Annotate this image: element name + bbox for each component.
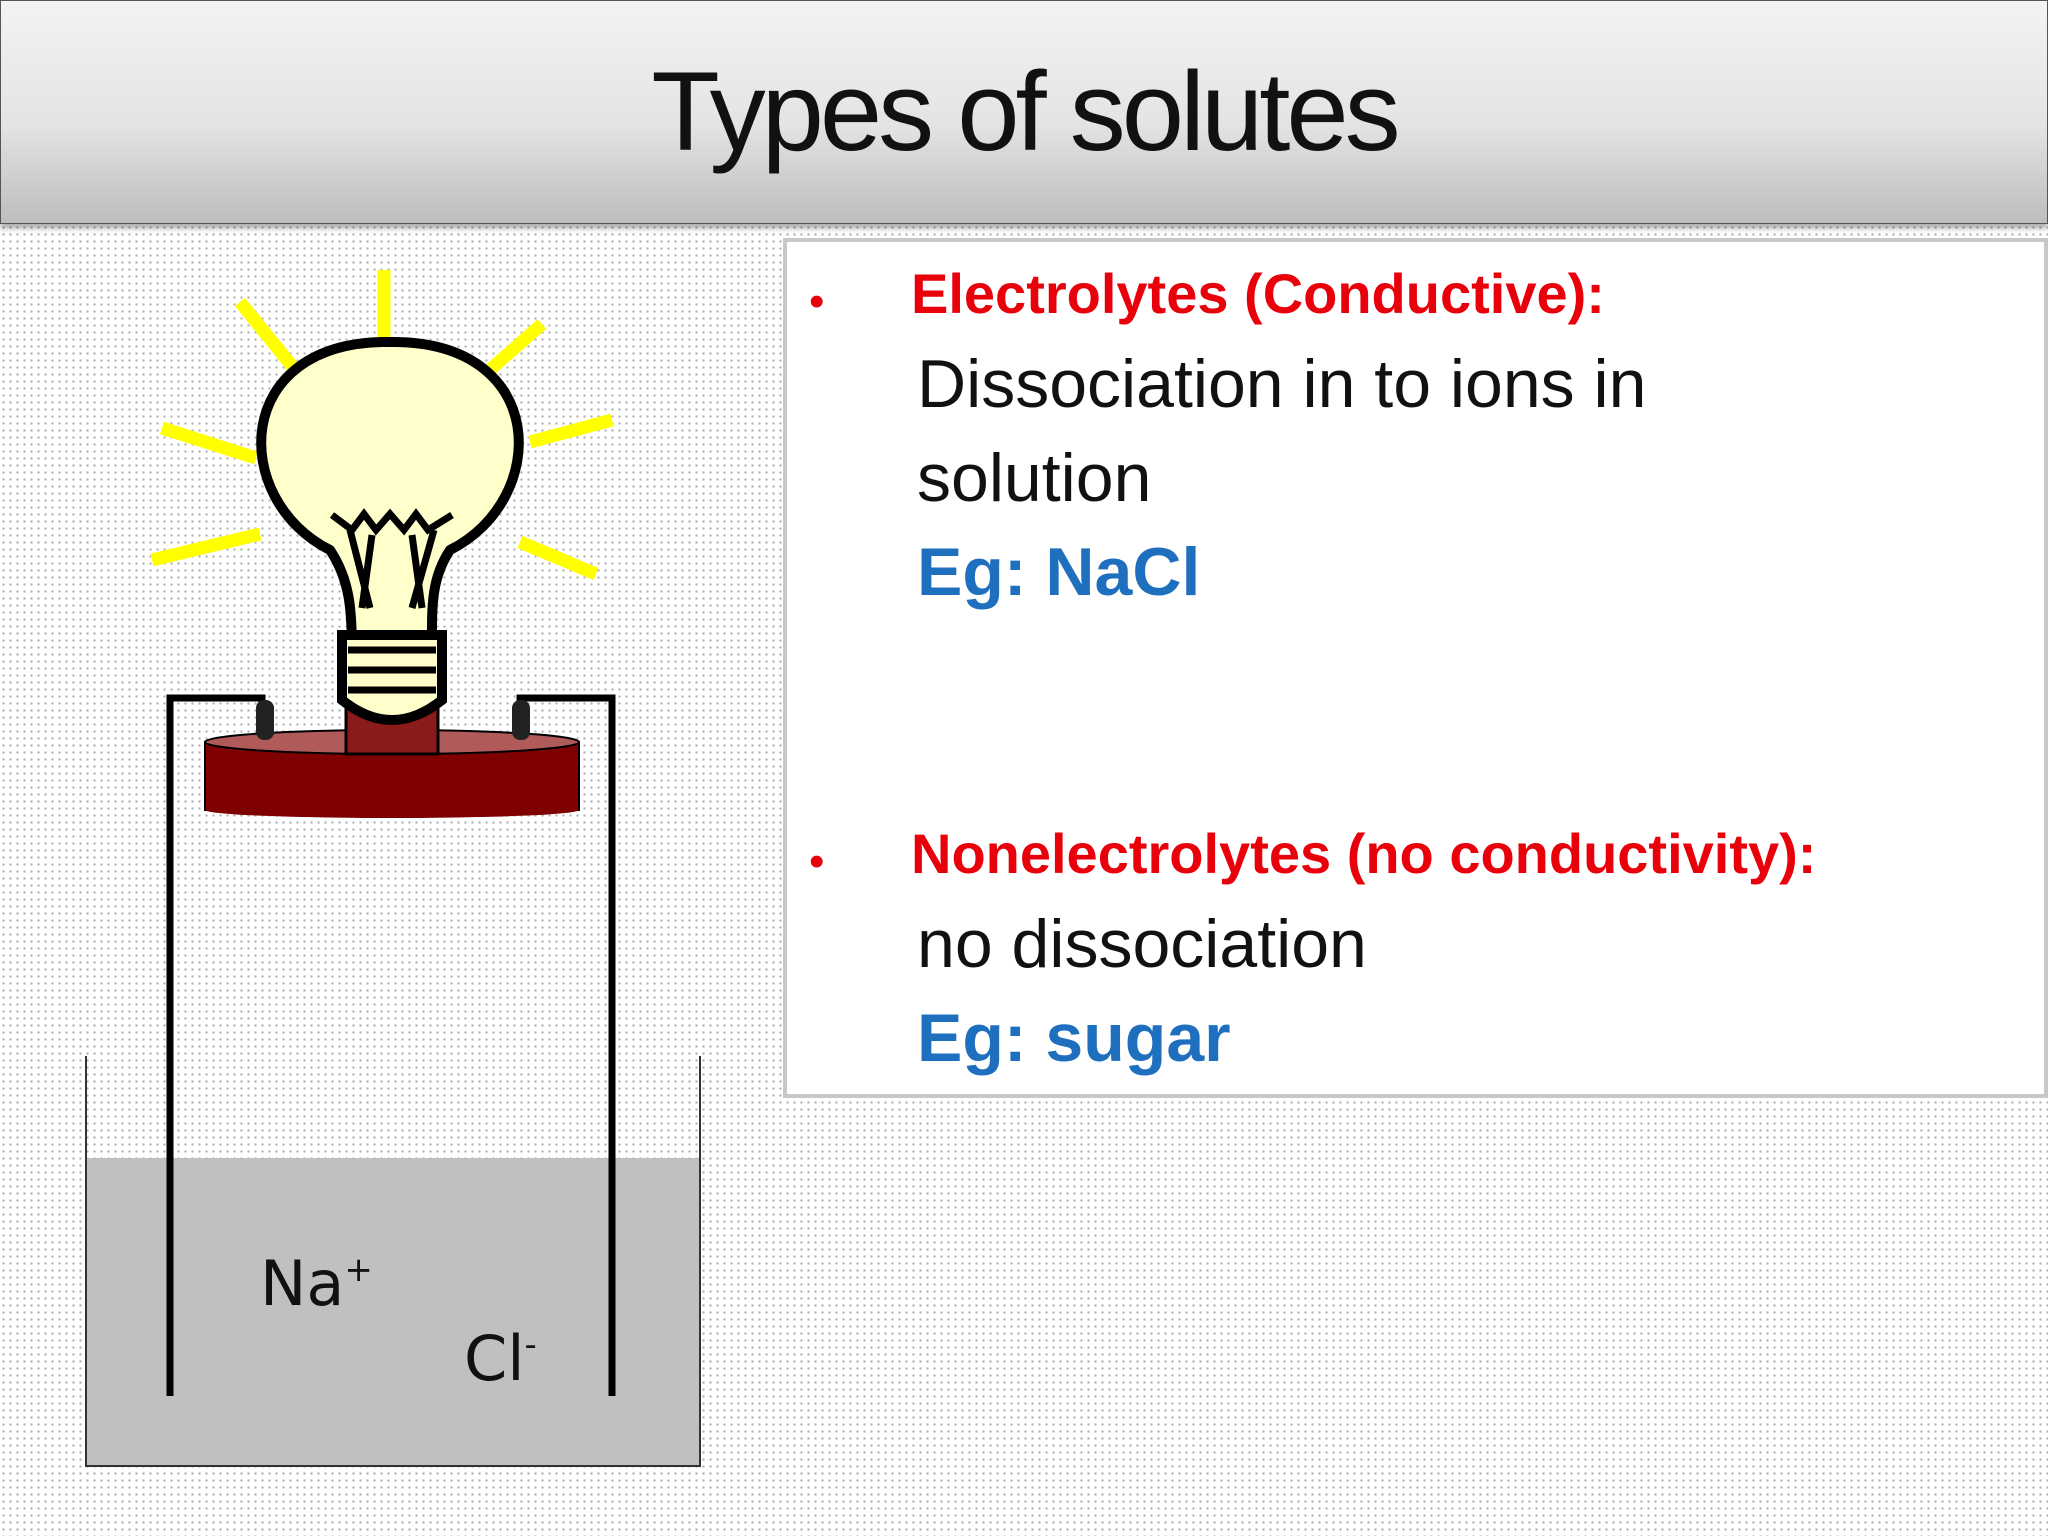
- nonelectrolytes-heading: Nonelectrolytes (no conductivity):: [911, 822, 1817, 885]
- nonelectrolytes-example: Eg: sugar: [917, 1000, 1231, 1076]
- light-bulb-icon: [256, 336, 524, 725]
- bullet-marker-electrolytes: •: [809, 277, 825, 326]
- chloride-ion-symbol: Cl: [464, 1322, 525, 1395]
- sodium-ion-symbol: Na: [260, 1247, 344, 1320]
- sodium-ion-charge: +: [344, 1250, 373, 1290]
- electrolytes-description-line-1: Dissociation in to ions in: [917, 346, 1647, 422]
- sodium-ion-label: Na+: [260, 1247, 373, 1320]
- beaker-outline: [85, 1056, 701, 1467]
- bullet-marker-nonelectrolytes: •: [809, 837, 825, 886]
- nonelectrolytes-description: no dissociation: [917, 906, 1367, 982]
- chloride-ion-charge: -: [525, 1325, 537, 1365]
- beaker: [85, 1056, 701, 1467]
- conductivity-apparatus-diagram: Na+ Cl-: [85, 270, 701, 1467]
- chloride-ion-label: Cl-: [464, 1322, 537, 1395]
- slide-title: Types of solutes: [651, 49, 1400, 174]
- solution: [86, 1158, 700, 1466]
- solute-types-text-box: • Electrolytes (Conductive): Dissociatio…: [783, 238, 2048, 1098]
- electrolytes-description-line-2: solution: [917, 440, 1152, 516]
- title-bar: Types of solutes: [0, 0, 2048, 224]
- electrolytes-heading: Electrolytes (Conductive):: [911, 262, 1605, 325]
- light-rays-icon: [150, 270, 614, 580]
- electrolytes-example: Eg: NaCl: [917, 534, 1201, 610]
